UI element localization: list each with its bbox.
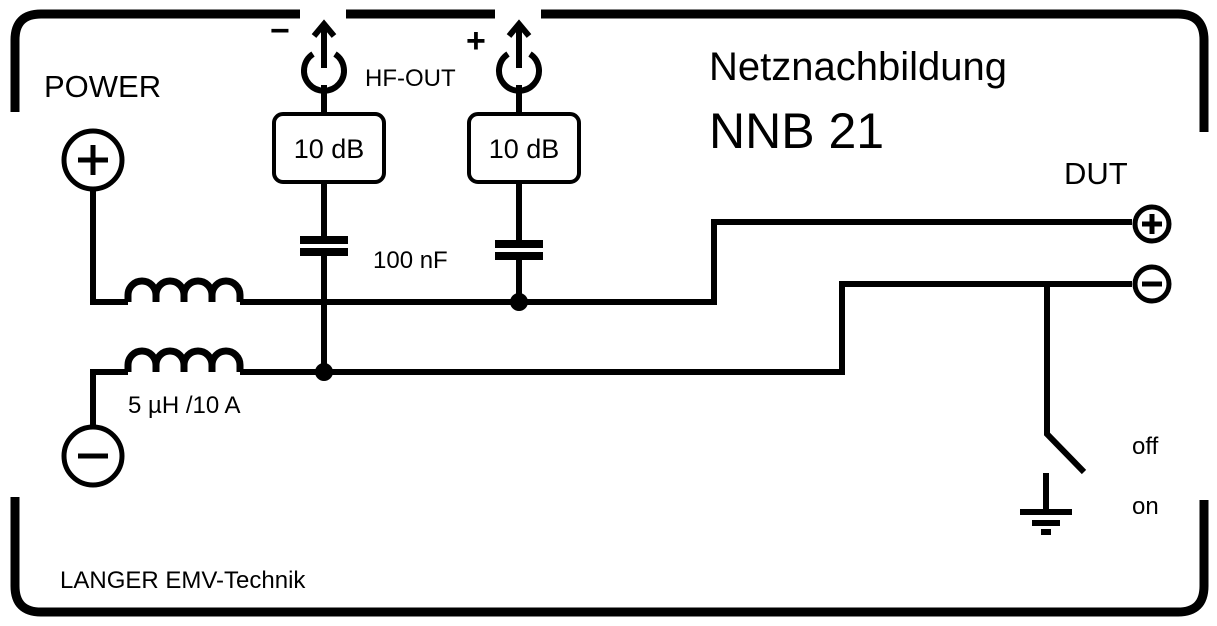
dut-minus-terminal[interactable] [1132,264,1172,304]
attenuator-minus-label: 10 dB [294,134,365,164]
device-model: NNB 21 [709,103,884,159]
switch-on-label: on [1132,493,1159,520]
hf-out-minus-connector[interactable] [301,19,347,94]
ground-icon [1020,473,1072,535]
frame-top-left [10,9,300,112]
inductor-plus [124,277,244,302]
dut-label: DUT [1064,156,1128,191]
frame-bottom [10,497,1209,617]
device-title: Netznachbildung [709,45,1007,89]
power-plus-terminal[interactable] [61,128,125,192]
connector-ring-icon [301,51,347,94]
connector-ring-icon [496,51,542,94]
power-minus-terminal[interactable] [61,424,125,488]
hf-out-minus-branch: 10 dB [272,85,386,381]
hf-out-plus-sign: + [466,22,486,60]
inductor-minus [124,347,244,372]
hf-out-label: HF-OUT [365,65,456,92]
capacitor-value-label: 100 nF [373,247,448,274]
arrow-head-icon [311,19,337,38]
wire-positive-rail [240,219,1132,305]
switch-off-label: off [1132,433,1159,460]
inductor-value-label: 5 µH /10 A [128,392,241,419]
wire-negative-rail [240,281,1132,375]
junction-dot-minus [315,363,333,381]
power-label: POWER [44,69,161,104]
attenuator-minus-box [272,112,386,184]
attenuator-plus-box [467,112,581,184]
manufacturer-label: LANGER EMV-Technik [60,567,306,594]
arrow-head-icon [506,19,532,38]
attenuator-plus-label: 10 dB [489,134,560,164]
wire-power-plus [90,189,128,305]
hf-out-plus-branch: 10 dB [467,85,581,311]
ground-switch[interactable] [1044,284,1087,475]
wire-power-minus [90,369,128,427]
enclosure-frame [10,9,1209,617]
switch-lever [1044,284,1087,475]
hf-out-plus-connector[interactable] [496,19,542,94]
dut-plus-terminal[interactable] [1132,204,1172,244]
frame-top-right [541,9,1209,132]
hf-out-minus-sign: − [270,12,290,50]
junction-dot-plus [510,293,528,311]
